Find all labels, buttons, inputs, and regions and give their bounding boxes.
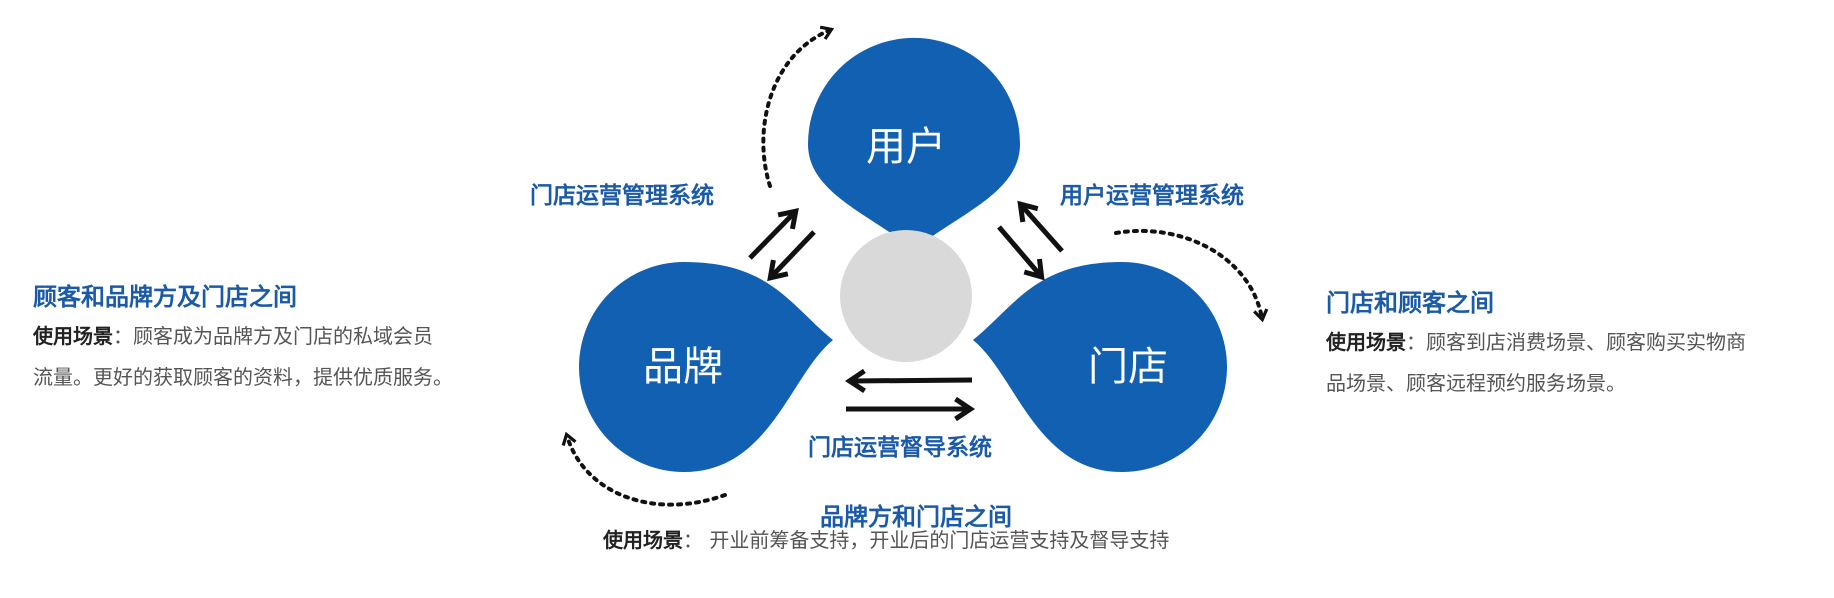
left-scene-label: 使用场景: [33, 324, 113, 348]
dotted-arrow-top-left: [761, 25, 835, 188]
store-ops-supervision-label: 门店运营督导系统: [808, 435, 992, 461]
right-scene-label: 使用场景: [1326, 330, 1406, 354]
dotted-arrow-bottom-left: [561, 431, 727, 507]
left-panel-line1: 顾客成为品牌方及门店的私域会员: [133, 324, 433, 348]
store-to-user-arrow: [1017, 200, 1064, 253]
user-to-brand-arrow: [767, 230, 816, 282]
center-circle: [840, 230, 972, 362]
brand-node: [579, 262, 833, 472]
store-ops-mgmt-label: 门店运营管理系统: [530, 183, 714, 209]
brand-node-label: 品牌: [643, 344, 723, 390]
bottom-panel-text: 使用场景： 开业前筹备支持，开业后的门店运营支持及督导支持: [603, 528, 1170, 552]
left-panel-text: 使用场景：顾客成为品牌方及门店的私域会员 流量。更好的获取顾客的资料，提供优质服…: [33, 316, 523, 398]
user-node: [808, 37, 1020, 251]
left-panel-title: 顾客和品牌方及门店之间: [33, 283, 297, 311]
store-node-label: 门店: [1088, 344, 1168, 390]
bottom-panel-desc: 开业前筹备支持，开业后的门店运营支持及督导支持: [709, 528, 1170, 552]
bottom-scene-label: 使用场景: [603, 528, 683, 552]
user-to-store-arrow: [997, 225, 1045, 281]
user-ops-mgmt-label: 用户运营管理系统: [1060, 183, 1244, 209]
right-panel-text: 使用场景：顾客到店消费场景、顾客购买实物商 品场景、顾客远程预约服务场景。: [1326, 322, 1826, 404]
store-node: [973, 262, 1227, 472]
right-panel-line1: 顾客到店消费场景、顾客购买实物商: [1426, 330, 1746, 354]
bottom-panel-title: 品牌方和门店之间: [820, 503, 1012, 531]
user-node-label: 用户: [866, 124, 946, 170]
right-panel-title: 门店和顾客之间: [1326, 289, 1494, 317]
right-panel-line2: 品场景、顾客远程预约服务场景。: [1326, 371, 1626, 395]
left-panel-line2: 流量。更好的获取顾客的资料，提供优质服务。: [33, 365, 453, 389]
dotted-arrow-right: [1114, 228, 1269, 323]
brand-to-user-arrow: [748, 207, 799, 260]
store-to-brand-arrow: [844, 368, 973, 393]
